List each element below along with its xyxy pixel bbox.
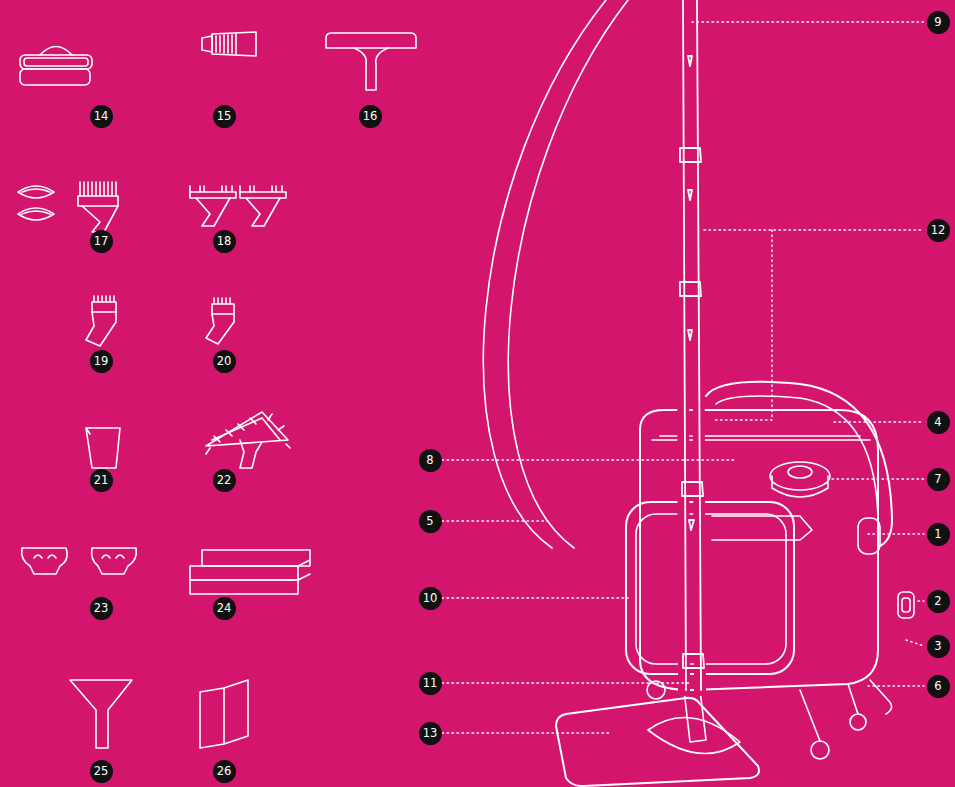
callout-number: 3 [927,635,950,658]
manual-booklet [200,680,248,748]
callout-number: 13 [419,722,442,745]
callout-number: 8 [419,449,442,472]
callout-number: 2 [927,590,950,613]
triangle-brush [206,412,290,468]
callout-number: 17 [90,230,113,253]
callout-number: 15 [213,105,236,128]
nozzle-brushes [190,186,286,226]
callout-number: 23 [90,597,113,620]
measuring-cup [86,428,120,468]
callout-number: 16 [359,105,382,128]
gloves [22,548,137,574]
callout-number: 22 [213,469,236,492]
callout-number: 19 [90,350,113,373]
crevice-nozzle [202,32,256,56]
callout-number: 20 [213,350,236,373]
callout-number: 6 [927,675,950,698]
squeegee [326,33,416,90]
callout-number: 11 [419,672,442,695]
callout-number: 9 [927,11,950,34]
callout-number: 1 [927,523,950,546]
callout-number: 7 [927,468,950,491]
callout-number: 10 [419,587,442,610]
hose [483,0,628,548]
floor-head [556,690,759,786]
callout-number: 12 [927,219,950,242]
main-unit [626,382,914,759]
callout-number: 26 [213,760,236,783]
callout-number: 24 [213,597,236,620]
leader-lines [442,22,924,733]
callout-number: 14 [90,105,113,128]
callout-number: 5 [419,510,442,533]
mop-pads [20,47,92,86]
callout-number: 21 [90,469,113,492]
extension-pole [680,0,704,690]
flat-pads [190,550,310,594]
callout-number: 18 [213,230,236,253]
brush-and-pads [18,182,118,232]
callout-number: 25 [90,760,113,783]
funnel [70,680,132,748]
round-brushes [86,296,234,346]
callout-number: 4 [927,411,950,434]
